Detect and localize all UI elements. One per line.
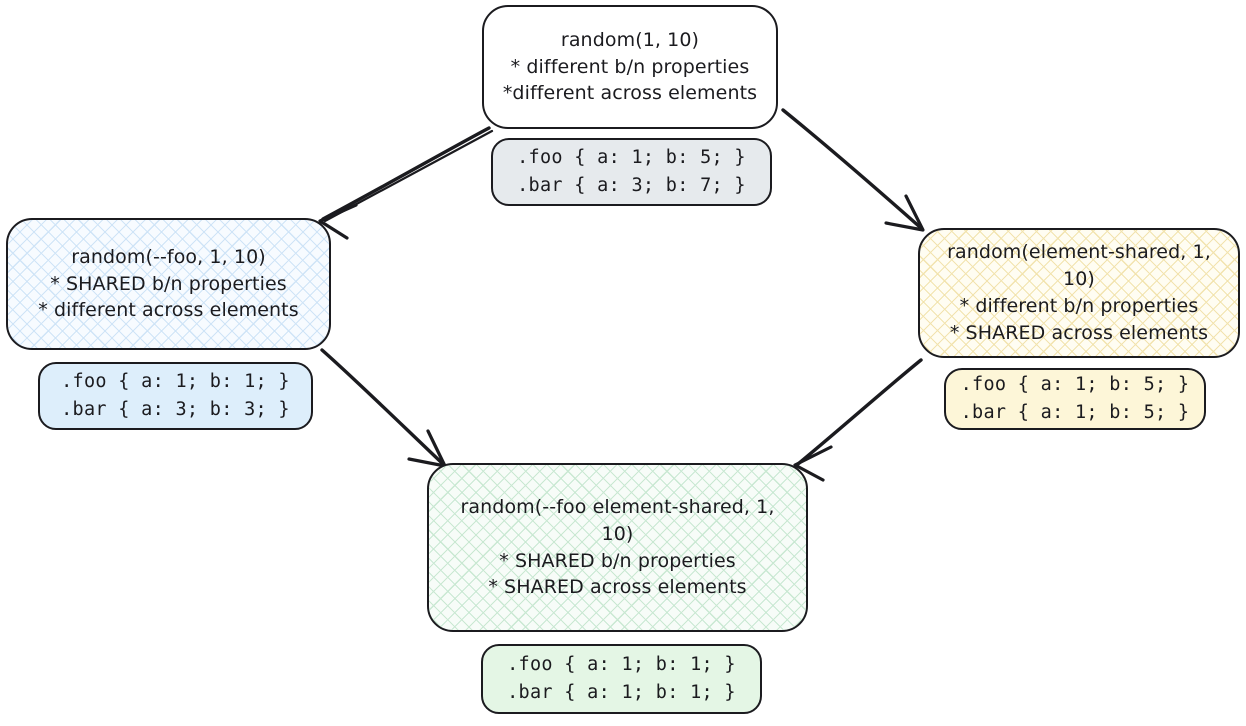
node-random-box: random(1, 10) * different b/n properties… [482, 5, 778, 129]
node-random-code: .foo { a: 1; b: 5; } .bar { a: 3; b: 7; … [491, 138, 772, 206]
node-random-both-bullet-1: * SHARED across elements [488, 576, 747, 599]
edge-random-to-random-shared [781, 108, 925, 232]
node-random-shared-bullet-1: * SHARED across elements [949, 321, 1209, 344]
node-random-both-code: .foo { a: 1; b: 1; } .bar { a: 1; b: 1; … [481, 644, 762, 714]
node-random-shared-signature: random(element-shared, 1, 10) [947, 241, 1211, 291]
node-random-bullet-0: * different b/n properties [510, 55, 750, 78]
node-random-shared-bullet-0: * different b/n properties [959, 295, 1199, 317]
node-random-foo-box: random(--foo, 1, 10) * SHARED b/n proper… [6, 218, 331, 350]
node-random-foo-code: .foo { a: 1; b: 1; } .bar { a: 3; b: 3; … [38, 362, 313, 430]
node-random-foo-bullet-0: * SHARED b/n properties [50, 272, 287, 295]
node-random-both-code-line-0: .foo { a: 1; b: 1; } [507, 654, 736, 676]
node-random-shared-code-line-1: .bar { a: 1; b: 5; } [960, 402, 1190, 423]
node-random-shared-code: .foo { a: 1; b: 5; } .bar { a: 1; b: 5; … [944, 368, 1206, 430]
node-random-both-signature: random(--foo element-shared, 1, 10) [460, 495, 775, 545]
node-random-foo-code-line-1: .bar { a: 3; b: 3; } [61, 399, 290, 420]
node-random-both-bullet-0: * SHARED b/n properties [499, 549, 736, 572]
edge-random-shared-to-random-both [793, 358, 923, 482]
node-random-foo-bullet-1: * different across elements [38, 299, 299, 322]
node-random-code-line-1: .bar { a: 3; b: 7; } [517, 175, 746, 196]
node-random-signature: random(1, 10) [560, 28, 700, 51]
node-random-both-code-line-1: .bar { a: 1; b: 1; } [507, 682, 736, 703]
edge-random-foo-to-random-both [320, 348, 447, 468]
node-random-bullet-1: *different across elements [502, 82, 758, 105]
node-random-both-box: random(--foo element-shared, 1, 10) * SH… [427, 463, 808, 632]
node-random-foo-code-line-0: .foo { a: 1; b: 1; } [61, 371, 290, 393]
node-random-shared-box: random(element-shared, 1, 10) * differen… [918, 228, 1240, 358]
node-random-shared-code-line-0: .foo { a: 1; b: 5; } [960, 374, 1190, 396]
node-random-foo-signature: random(--foo, 1, 10) [71, 245, 266, 268]
edge-random-to-random-foo [318, 126, 494, 240]
node-random-code-line-0: .foo { a: 1; b: 5; } [517, 147, 746, 169]
